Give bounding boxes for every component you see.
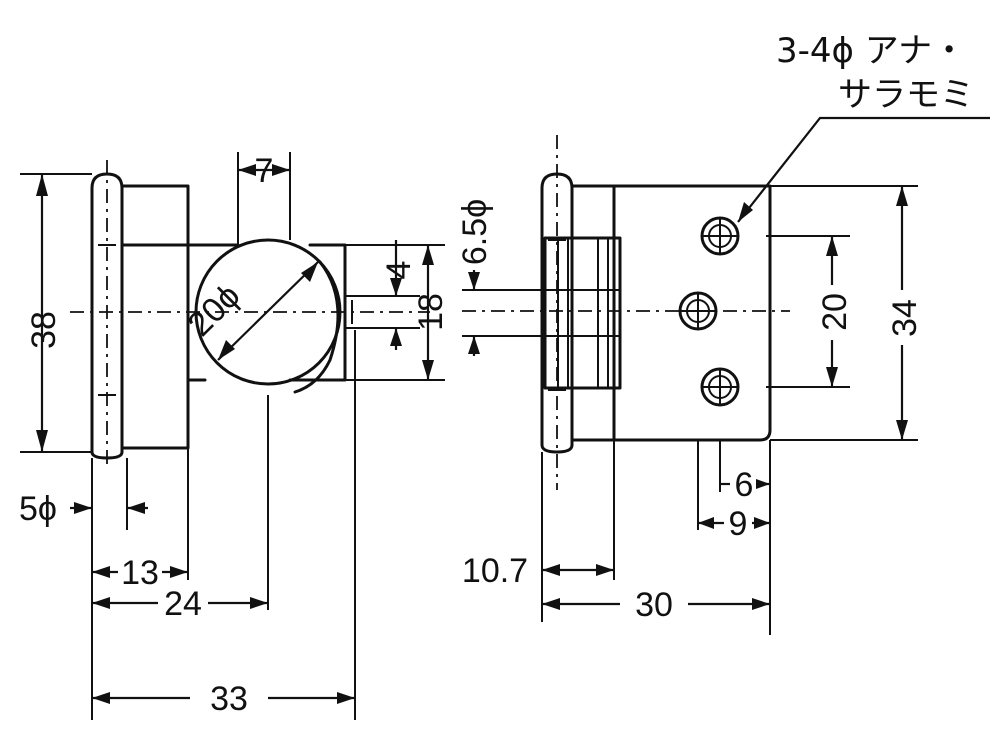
right-spring-cylinder (543, 236, 622, 390)
dim-18-label: 18 (412, 293, 450, 331)
dim-7-label: 7 (255, 152, 274, 190)
right-plate (570, 184, 772, 442)
left-base-plate (120, 184, 190, 450)
dim-9-label: 9 (729, 505, 748, 543)
dim-4-label: 4 (380, 261, 418, 280)
screw-hole-bottom (700, 367, 740, 407)
dim-20-label: 20 (816, 293, 854, 331)
dim-34-label: 34 (886, 299, 924, 337)
note-leader (737, 116, 990, 223)
dim-10-7-label: 10.7 (462, 552, 528, 590)
screw-hole-top (700, 216, 740, 256)
dim-13-label: 13 (121, 554, 159, 592)
left-view: 38 7 20ϕ 4 18 5ϕ 13 24 33 (19, 152, 450, 720)
dim-30-label: 30 (635, 586, 673, 624)
hole-note-line1: 3-4ϕ アナ・ (776, 31, 966, 71)
dim-33-label: 33 (210, 680, 248, 718)
right-view: 6.5ϕ 20 34 6 9 10.7 30 3-4ϕ アナ・ サラモミ (456, 31, 990, 635)
left-flange (90, 172, 124, 460)
dim-38-label: 38 (25, 311, 63, 349)
dim-5phi-label: 5ϕ (19, 490, 57, 528)
dim-24-label: 24 (164, 585, 202, 623)
hole-note-line2: サラモミ (838, 75, 974, 115)
dim-6-label: 6 (735, 466, 754, 504)
right-flange (540, 172, 574, 454)
dim-6-5phi-label: 6.5ϕ (456, 199, 494, 265)
dim-20phi-label: 20ϕ (181, 277, 248, 344)
